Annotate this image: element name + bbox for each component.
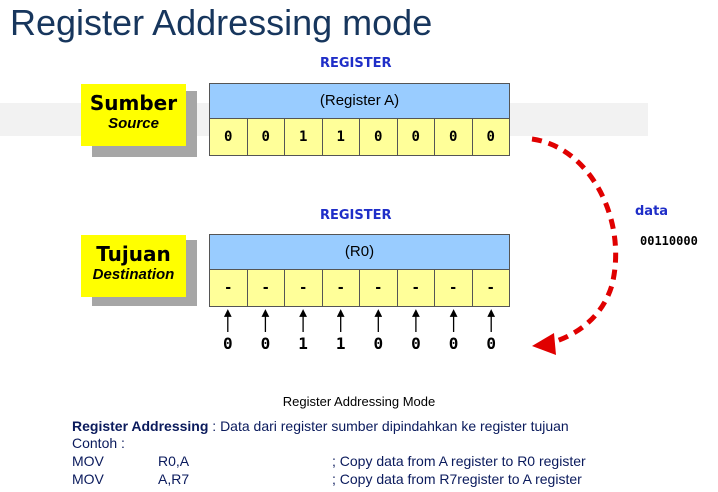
transfer-arrow	[531, 136, 619, 355]
input-bit: 0	[411, 334, 421, 353]
dest-bit: -	[396, 269, 435, 307]
source-bit: 0	[209, 118, 248, 156]
page-title: Register Addressing mode	[10, 2, 433, 43]
example-operands: R0,A	[158, 453, 190, 469]
dest-bit: -	[471, 269, 510, 307]
source-bit: 1	[284, 118, 323, 156]
source-register-caption: REGISTER	[320, 56, 392, 71]
input-bit: 1	[335, 334, 346, 353]
source-bit: 0	[471, 118, 510, 156]
example-mnemonic: MOV	[72, 453, 104, 469]
input-bit: 0	[486, 334, 496, 353]
dest-tag-main: Tujuan	[96, 242, 171, 266]
transfer-value: 00110000	[640, 234, 698, 248]
example-mnemonic: MOV	[72, 471, 104, 487]
description-term: Register Addressing	[72, 418, 209, 434]
transfer-label: data	[635, 204, 669, 219]
input-bit: 0	[222, 334, 233, 353]
input-bits: 0 0 1 1 0 0 0 0	[209, 333, 510, 355]
dest-bit: -	[434, 269, 473, 307]
source-tag-main: Sumber	[89, 91, 178, 115]
input-bit: 0	[260, 334, 271, 353]
dest-register-caption: REGISTER	[320, 208, 392, 223]
dest-bit: -	[321, 269, 360, 307]
input-bit: 0	[448, 334, 459, 353]
source-register-name: (Register A)	[209, 83, 510, 119]
transfer-arrowhead	[532, 333, 556, 355]
dest-bit: -	[359, 269, 398, 307]
dest-bit: -	[246, 269, 285, 307]
source-tag-sub: Source	[108, 115, 159, 132]
dest-tag-sub: Destination	[92, 266, 175, 283]
example-comment: ; Copy data from R7register to A registe…	[332, 471, 582, 487]
description: Register Addressing : Data dari register…	[72, 418, 569, 434]
source-bit: 0	[246, 118, 285, 156]
input-bit: 1	[298, 334, 308, 353]
example-comment: ; Copy data from A register to R0 regist…	[332, 453, 586, 469]
source-bit: 0	[396, 118, 435, 156]
dest-register-bits: - - - - - - - -	[209, 269, 510, 307]
source-bit: 0	[434, 118, 473, 156]
description-text: : Data dari register sumber dipindahkan …	[208, 418, 569, 434]
dest-tag: Tujuan Destination	[81, 235, 186, 297]
dest-bit: -	[284, 269, 323, 307]
source-register-bits: 0 0 1 1 0 0 0 0	[209, 118, 510, 156]
source-bit: 1	[321, 118, 360, 156]
diagram-caption: Register Addressing Mode	[282, 394, 436, 409]
example-label: Contoh :	[72, 435, 125, 451]
dest-bit: -	[209, 269, 248, 307]
dest-register-name: (R0)	[209, 234, 510, 270]
source-tag: Sumber Source	[81, 84, 186, 146]
input-bit: 0	[373, 334, 384, 353]
example-operands: A,R7	[158, 471, 190, 487]
input-arrows	[223, 309, 496, 332]
source-bit: 0	[359, 118, 398, 156]
